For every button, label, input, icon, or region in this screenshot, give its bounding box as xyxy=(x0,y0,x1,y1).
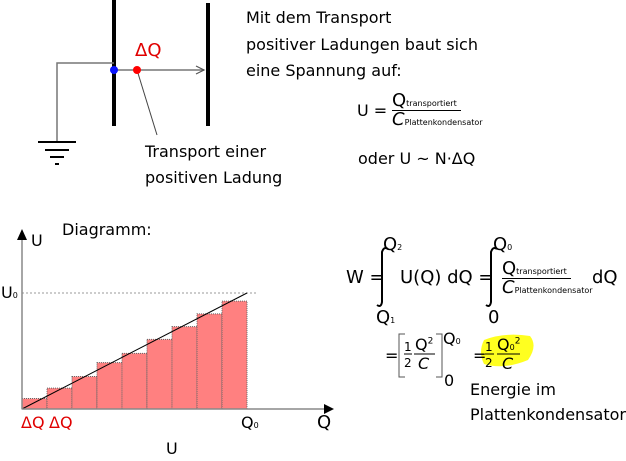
bracket-right xyxy=(436,333,443,378)
explanation-line1: Mit dem Transport xyxy=(246,8,392,27)
result-sq: 2 xyxy=(514,336,521,347)
energy-den: C xyxy=(502,277,515,298)
upper-limit-1: Q2 xyxy=(383,236,402,254)
source-charge-dot xyxy=(110,66,118,74)
bar xyxy=(196,313,223,410)
ground-icon xyxy=(38,141,76,165)
energy-fraction: Qtransportiert CPlattenkondensator xyxy=(502,260,593,297)
bracket-left xyxy=(398,333,405,378)
numerator-sub: transportiert xyxy=(406,99,457,108)
w-eq: W = xyxy=(346,267,385,288)
highlight xyxy=(481,334,534,367)
transport-label-line1: Transport einer xyxy=(145,142,267,161)
bracket-upper: Q0 xyxy=(443,331,461,347)
bar xyxy=(96,362,123,410)
result-c: C xyxy=(502,354,514,373)
lower1-text: Q xyxy=(376,307,391,328)
q-squared: Q2 xyxy=(415,337,433,353)
charge-dot xyxy=(133,66,141,74)
voltage-fraction: Qtransportiert CPlattenkondensator xyxy=(392,92,483,129)
upper1-sub: 2 xyxy=(397,243,403,252)
bracket-upper-sub: 0 xyxy=(455,337,461,346)
energy-num-sub: transportiert xyxy=(516,267,567,276)
lower1-sub: 1 xyxy=(390,316,396,325)
u0-sub: 0 xyxy=(12,291,18,300)
caption-line1: Energie im xyxy=(470,380,556,399)
energy-num: Q xyxy=(502,258,517,279)
explanation-line3: eine Spannung auf: xyxy=(246,61,402,80)
upper2-text: Q xyxy=(493,234,508,255)
y-axis-arrow-icon xyxy=(17,229,27,240)
alt-formula: oder U ~ N·ΔQ xyxy=(358,149,476,168)
result-half-den: 2 xyxy=(485,356,493,370)
lower-limit-2: 0 xyxy=(488,307,500,328)
transport-label-line2: positiven Ladung xyxy=(145,168,283,187)
bars xyxy=(21,300,248,410)
x-axis-label: Q xyxy=(317,412,332,433)
integrand-1: U(Q) dQ = xyxy=(400,267,494,288)
eq3: = xyxy=(473,346,487,365)
result-q0-squared: Q02 xyxy=(497,337,520,353)
ramp-line xyxy=(21,292,248,410)
dq-label-2: ΔQ xyxy=(49,413,73,432)
integral-sign-1 xyxy=(376,247,389,307)
result-half-num: 1 xyxy=(485,340,493,354)
upper-limit-2: Q0 xyxy=(493,236,512,254)
bar xyxy=(146,338,173,410)
dq-label-1: ΔQ xyxy=(21,413,45,432)
formula-lhs: U = xyxy=(357,101,388,120)
u0-text: U xyxy=(1,283,13,302)
q0-text: Q xyxy=(241,413,254,432)
eq2: = xyxy=(385,346,399,365)
dq-text: dQ xyxy=(592,267,618,288)
bar xyxy=(121,352,148,410)
diagram-title: Diagramm: xyxy=(62,220,152,239)
leader-line xyxy=(136,69,158,136)
half-den: 2 xyxy=(404,356,412,370)
bar xyxy=(171,326,198,410)
upper2-sub: 0 xyxy=(507,243,513,252)
caption-line2: Plattenkondensator xyxy=(470,405,626,424)
lower-limit-1: Q1 xyxy=(376,309,395,327)
q2-text: Q xyxy=(415,335,428,354)
bar xyxy=(221,300,248,410)
delta-q-label: ΔQ xyxy=(135,40,162,61)
bar xyxy=(46,387,73,410)
denominator-sub: Plattenkondensator xyxy=(404,118,483,127)
bottom-label: U xyxy=(166,439,178,458)
bracket-upper-text: Q xyxy=(443,329,456,348)
sq: 2 xyxy=(427,336,434,347)
result-q-sub: 0 xyxy=(509,343,515,352)
q0-label: Q0 xyxy=(241,415,259,431)
c-text: C xyxy=(418,354,430,373)
energy-den-sub: Plattenkondensator xyxy=(514,286,593,295)
arrow-head-icon xyxy=(195,65,206,75)
explanation-line2: positiver Ladungen baut sich xyxy=(246,35,478,54)
fraction-numerator: Q xyxy=(392,90,407,111)
integral-sign-2 xyxy=(485,247,498,307)
upper1-text: Q xyxy=(383,234,398,255)
half-num: 1 xyxy=(404,340,412,354)
q0-sub: 0 xyxy=(253,421,259,430)
bracket-lower: 0 xyxy=(444,371,455,390)
x-axis-arrow-icon xyxy=(324,404,334,414)
result-q: Q xyxy=(497,335,510,354)
fraction-denominator: C xyxy=(392,109,405,130)
ground-wire xyxy=(56,62,114,141)
u0-label: U0 xyxy=(1,285,18,301)
y-axis-label: U xyxy=(31,231,43,250)
